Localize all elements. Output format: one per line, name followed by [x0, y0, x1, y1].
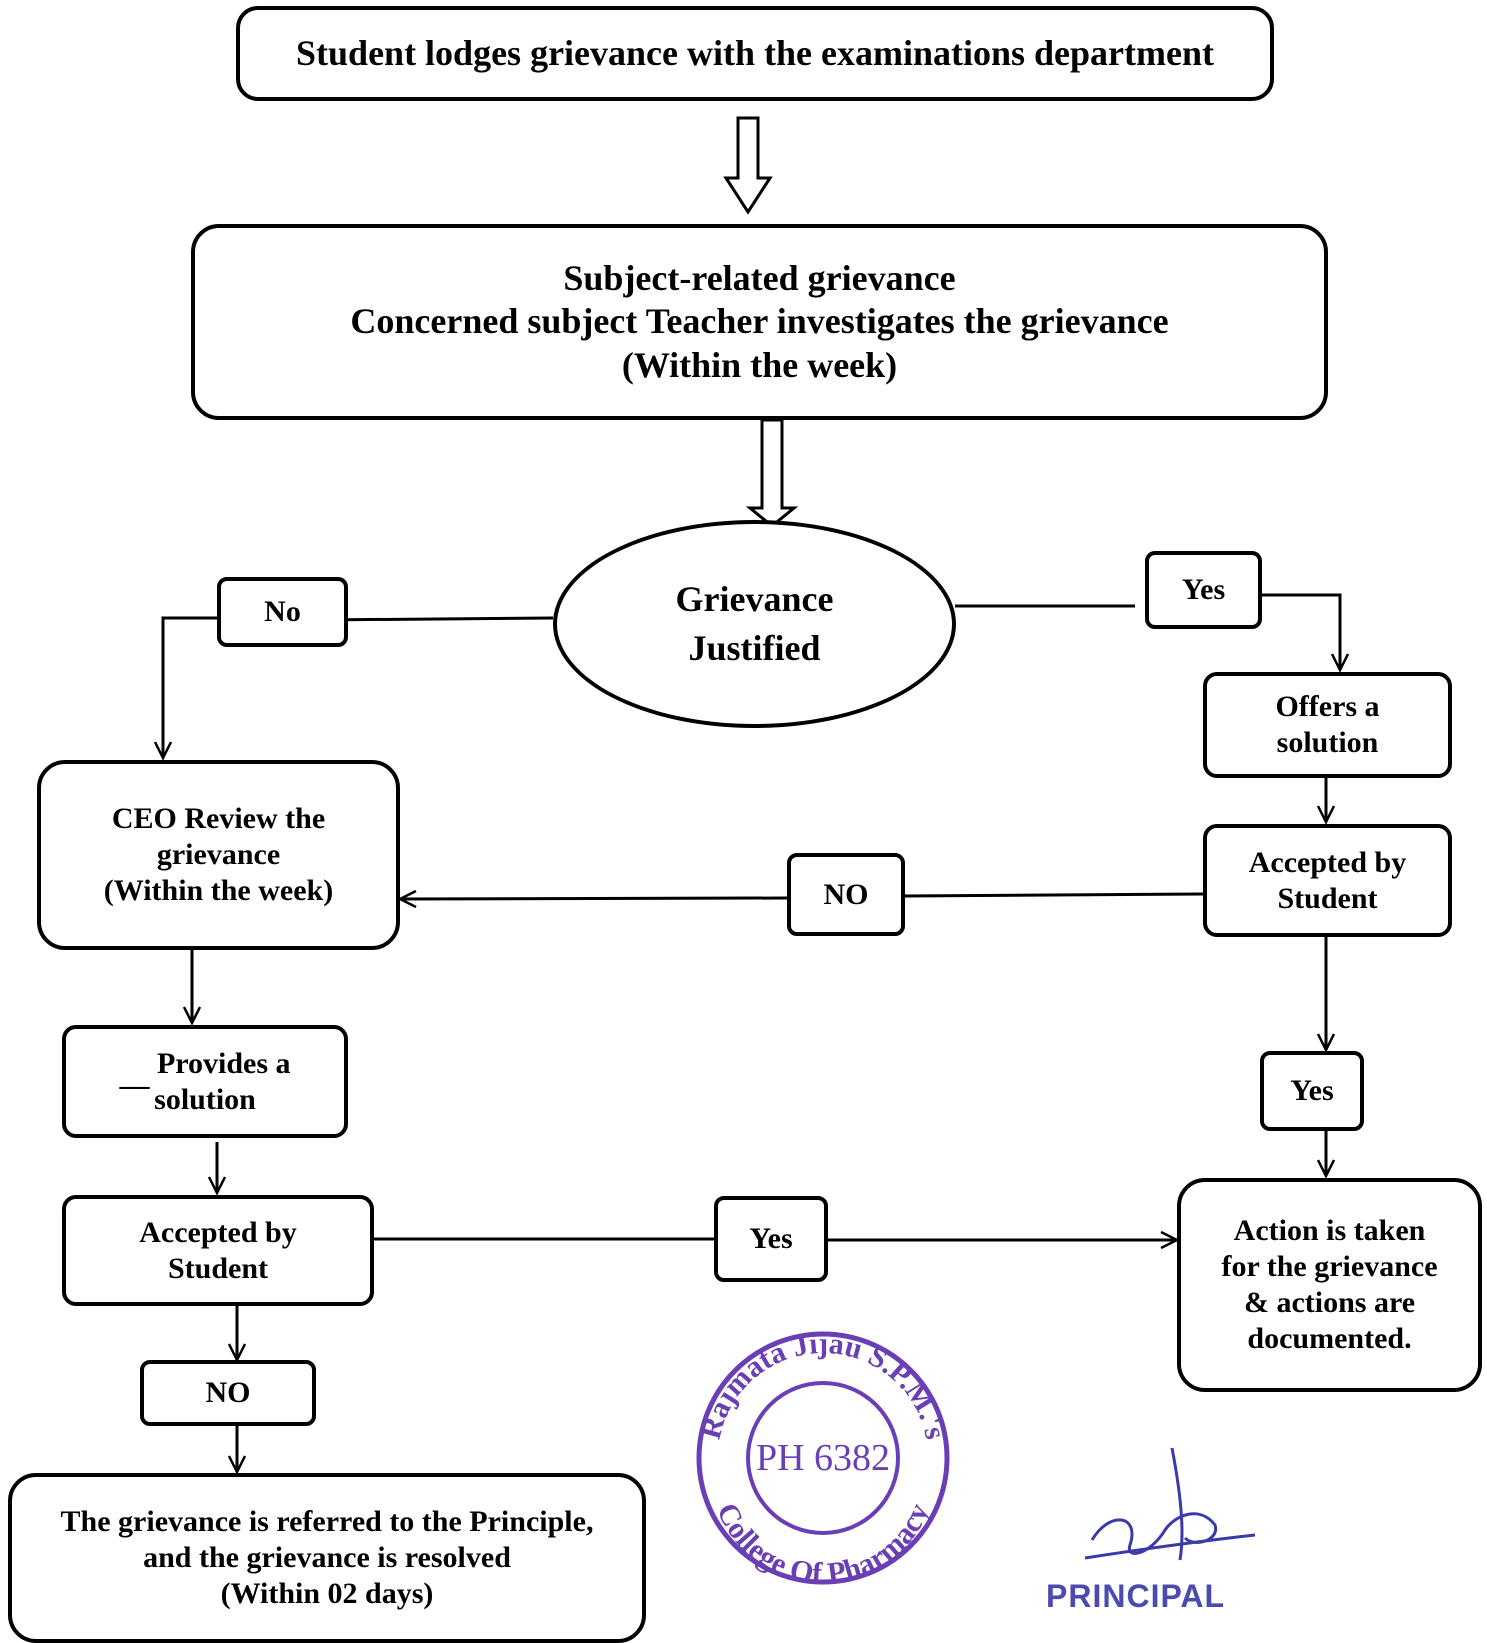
yes-label-decision-text: Yes: [1181, 573, 1226, 606]
accepted-left-line1: Accepted by: [139, 1215, 297, 1249]
ceo-review-node: CEO Review the grievance (Within the wee…: [37, 760, 400, 950]
start-node: Student lodges grievance with the examin…: [236, 6, 1274, 101]
subject-line2: Concerned subject Teacher investigates t…: [350, 301, 1169, 342]
ceo-line2: grievance: [156, 838, 281, 871]
action-line2: for the grievance: [1221, 1250, 1438, 1283]
yes-label-right: Yes: [1260, 1051, 1364, 1131]
provides-text: __ Provides a: [119, 1046, 291, 1092]
action-line1: Action is taken: [1233, 1214, 1426, 1247]
stamp-bottom-arc: College Of Pharmacy: [710, 1498, 936, 1590]
accepted-right-line1: Accepted by: [1248, 845, 1407, 879]
ceo-line1: CEO Review the: [111, 802, 326, 835]
final-line2: and the grievance is resolved: [143, 1541, 511, 1574]
provides-solution-node: __ Provides a solution: [62, 1025, 348, 1138]
no-label-middle: NO: [787, 853, 905, 936]
subject-investigation-node: Subject-related grievance Concerned subj…: [191, 224, 1328, 420]
provides-line2: solution: [154, 1082, 256, 1116]
final-line1: The grievance is referred to the Princip…: [60, 1505, 594, 1538]
svg-text:College Of Pharmacy: College Of Pharmacy: [710, 1498, 936, 1590]
no-label-decision-text: No: [264, 595, 301, 628]
yes-label-bottom-text: Yes: [749, 1222, 793, 1255]
ceo-line3: (Within the week): [103, 874, 334, 907]
decision-line2: Justified: [688, 628, 821, 668]
action-taken-node: Action is taken for the grievance & acti…: [1177, 1178, 1482, 1392]
accepted-by-student-left: Accepted by Student: [62, 1195, 374, 1306]
hollow-arrow-2: [745, 418, 799, 528]
final-line3: (Within 02 days): [220, 1577, 434, 1610]
yes-label-right-text: Yes: [1290, 1074, 1334, 1107]
provides-line1: Provides a: [156, 1046, 291, 1080]
no-label-bottom-text: NO: [205, 1376, 251, 1409]
college-stamp: Rajmata Jijau S.P.M.'s College Of Pharma…: [694, 1327, 952, 1590]
start-node-text: Student lodges grievance with the examin…: [296, 32, 1214, 73]
no-label-decision: No: [217, 577, 348, 647]
principal-title: PRINCIPAL: [1046, 1578, 1226, 1614]
no-label-middle-text: NO: [823, 877, 869, 911]
offers-line1: Offers a: [1275, 690, 1380, 723]
stamp-center: PH 6382: [756, 1437, 890, 1479]
accepted-by-student-right: Accepted by Student: [1203, 824, 1452, 937]
offers-solution-node: Offers a solution: [1203, 672, 1452, 778]
action-line3: & actions are: [1243, 1286, 1416, 1319]
subject-line1: Subject-related grievance: [563, 258, 956, 299]
grievance-justified-decision: Grievance Justified: [553, 520, 956, 728]
referred-to-principal-node: The grievance is referred to the Princip…: [8, 1473, 646, 1643]
offers-line2: solution: [1276, 726, 1379, 759]
accepted-right-line2: Student: [1277, 881, 1378, 915]
provides-dash: __: [119, 1058, 150, 1092]
decision-line1: Grievance: [675, 579, 834, 620]
action-line4: documented.: [1247, 1322, 1412, 1355]
yes-label-decision: Yes: [1145, 551, 1262, 629]
no-label-bottom: NO: [140, 1360, 316, 1426]
principal-signature: [1084, 1447, 1256, 1561]
hollow-arrow-1: [723, 116, 773, 215]
accepted-left-line2: Student: [167, 1251, 269, 1285]
subject-line3: (Within the week): [621, 344, 898, 385]
yes-label-bottom: Yes: [714, 1196, 828, 1282]
